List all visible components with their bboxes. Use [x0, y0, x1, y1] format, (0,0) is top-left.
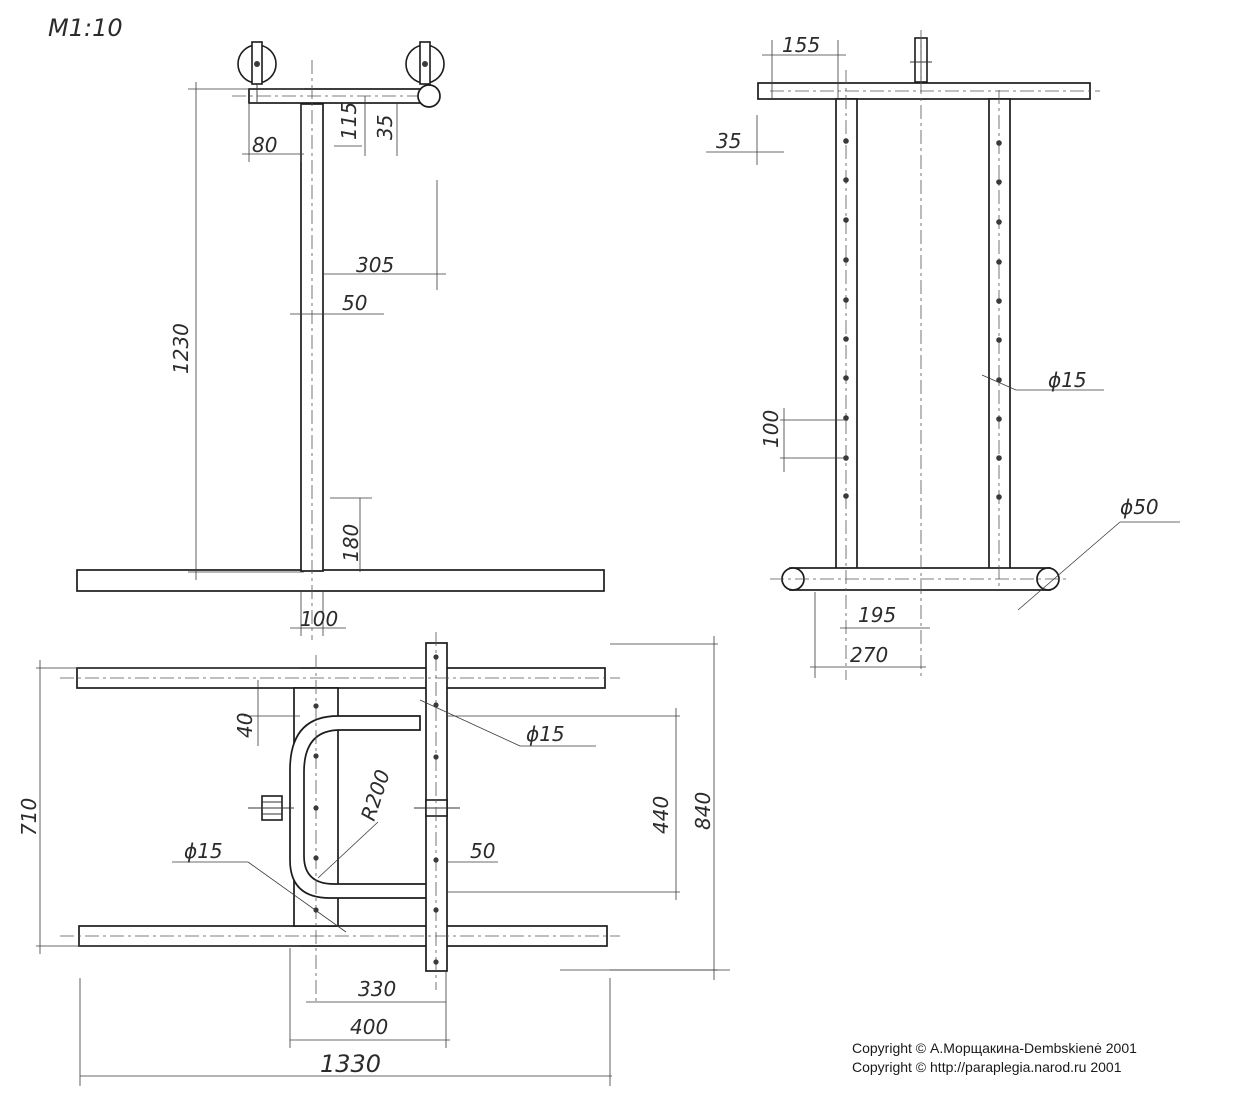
front-view-holes-left [843, 138, 849, 499]
scale-label: M1:10 [48, 14, 123, 42]
copyright-line-1: Copyright © А.Морщакина-Dembskienė 2001 [852, 1040, 1137, 1056]
top-view: 40 ϕ15 R200 ϕ15 50 440 840 710 330 400 1… [17, 632, 730, 1086]
dim-155: 155 [782, 33, 820, 57]
r200: R200 [356, 767, 395, 824]
dim-1230: 1230 [169, 323, 193, 374]
pulley-left [237, 41, 277, 102]
dim-100-side: 100 [300, 607, 338, 631]
phi15-top-b: ϕ15 [184, 839, 223, 863]
dim-50-side: 50 [342, 291, 367, 315]
dim-1330: 1330 [320, 1050, 381, 1078]
dim-305: 305 [356, 253, 394, 277]
dim-330: 330 [358, 977, 396, 1001]
dim-270: 270 [850, 643, 888, 667]
copyright-line-2: Copyright © http://paraplegia.narod.ru 2… [852, 1059, 1122, 1075]
dim-35-front: 35 [716, 129, 741, 153]
side-view-tube-end [417, 84, 441, 108]
dim-195: 195 [858, 603, 896, 627]
front-view: 155 35 100 ϕ15 ϕ50 195 270 [706, 30, 1180, 680]
dim-840: 840 [691, 792, 715, 830]
dim-100-front: 100 [759, 410, 783, 448]
dim-115: 115 [337, 102, 361, 140]
dim-710: 710 [17, 798, 41, 836]
front-view-post-left [835, 98, 858, 572]
dim-35-side: 35 [373, 115, 397, 140]
dim-180: 180 [339, 524, 363, 562]
top-view-holes [313, 654, 439, 965]
front-view-post-right [988, 98, 1011, 572]
phi50: ϕ50 [1120, 495, 1159, 519]
dim-80: 80 [252, 133, 277, 157]
front-view-holes-right [996, 140, 1002, 500]
side-view-base-tube [76, 569, 605, 592]
phi15-front: ϕ15 [1048, 368, 1087, 392]
clamp-left [248, 795, 294, 821]
dim-50-top: 50 [470, 839, 495, 863]
dim-440: 440 [649, 796, 673, 834]
clamp-right [414, 799, 460, 817]
side-view: 80 115 35 305 50 1230 180 100 [76, 41, 605, 640]
dim-40: 40 [233, 713, 257, 738]
pulley-right [405, 41, 445, 85]
dim-400: 400 [350, 1015, 388, 1039]
phi15-top-a: ϕ15 [526, 722, 565, 746]
